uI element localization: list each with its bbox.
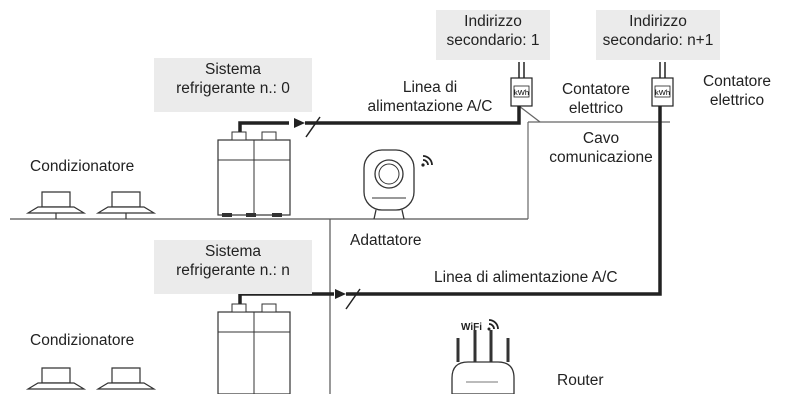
comm-cable-meter1	[518, 105, 541, 123]
meter-2-line1: Contatore	[702, 73, 772, 90]
indoor-unit-icon-2	[95, 191, 157, 219]
power-line-top-line1: Linea di	[402, 79, 458, 96]
meter-unit-2: kWh	[655, 88, 670, 97]
meter-2-label: Contatore elettrico	[692, 72, 782, 110]
indoor-unit-icon-4	[95, 367, 157, 390]
air-conditioner-bottom-label: Condizionatore	[30, 332, 135, 349]
arrow-top	[294, 118, 305, 128]
outdoor-unit-icon-top	[217, 131, 291, 217]
air-conditioner-top-label: Condizionatore	[30, 158, 135, 175]
adapter-icon	[363, 149, 415, 220]
meter-1-line1: Contatore	[561, 81, 631, 98]
secondary-address-n1-box: Indirizzo secondario: n+1	[596, 10, 720, 60]
comm-cable-line2: comunicazione	[549, 149, 653, 166]
arrow-bottom	[335, 289, 346, 299]
power-line-bottom	[238, 106, 662, 312]
refrigerant-system-n-line2: refrigerante n.: n	[176, 262, 290, 279]
power-line-bottom-label: Linea di alimentazione A/C	[434, 269, 618, 286]
refrigerant-system-n-line1: Sistema	[205, 243, 261, 260]
electric-meter-icon-1: kWh	[510, 62, 533, 107]
adapter-label: Adattatore	[350, 232, 422, 249]
secondary-address-1-box: Indirizzo secondario: 1	[436, 10, 550, 60]
refrigerant-system-n-box: Sistema refrigerante n.: n	[154, 240, 312, 294]
indoor-unit-icon-1	[25, 191, 87, 219]
refrigerant-system-0-line1: Sistema	[205, 61, 261, 78]
switch-top	[305, 116, 321, 138]
power-line-top-label: Linea di alimentazione A/C	[345, 78, 515, 116]
router-wifi-text: WiFi	[461, 322, 482, 333]
refrigerant-system-0-line2: refrigerante n.: 0	[176, 80, 290, 97]
comm-cable-line1: Cavo	[582, 130, 620, 147]
meter-unit-1: kWh	[514, 88, 529, 97]
indoor-unit-icon-3	[25, 367, 87, 390]
secondary-address-1-line1: Indirizzo	[464, 13, 522, 30]
outdoor-unit-icon-bottom	[217, 303, 291, 394]
refrigerant-system-0-box: Sistema refrigerante n.: 0	[154, 58, 312, 112]
power-line-top-line2: alimentazione A/C	[367, 98, 493, 115]
electric-meter-icon-2: kWh	[651, 62, 674, 107]
router-wifi-icon	[487, 319, 499, 331]
meter-2-line2: elettrico	[709, 92, 765, 109]
comm-cable-label: Cavo comunicazione	[536, 129, 666, 167]
secondary-address-n1-line1: Indirizzo	[629, 13, 687, 30]
secondary-address-n1-line2: secondario: n+1	[602, 32, 714, 49]
secondary-address-1-line2: secondario: 1	[446, 32, 540, 49]
adapter-wifi-icon	[421, 155, 433, 167]
meter-1-label: Contatore elettrico	[546, 80, 646, 118]
switch-bottom	[345, 288, 361, 310]
meter-1-line2: elettrico	[568, 100, 624, 117]
router-label: Router	[557, 372, 604, 389]
router-icon	[451, 330, 515, 394]
